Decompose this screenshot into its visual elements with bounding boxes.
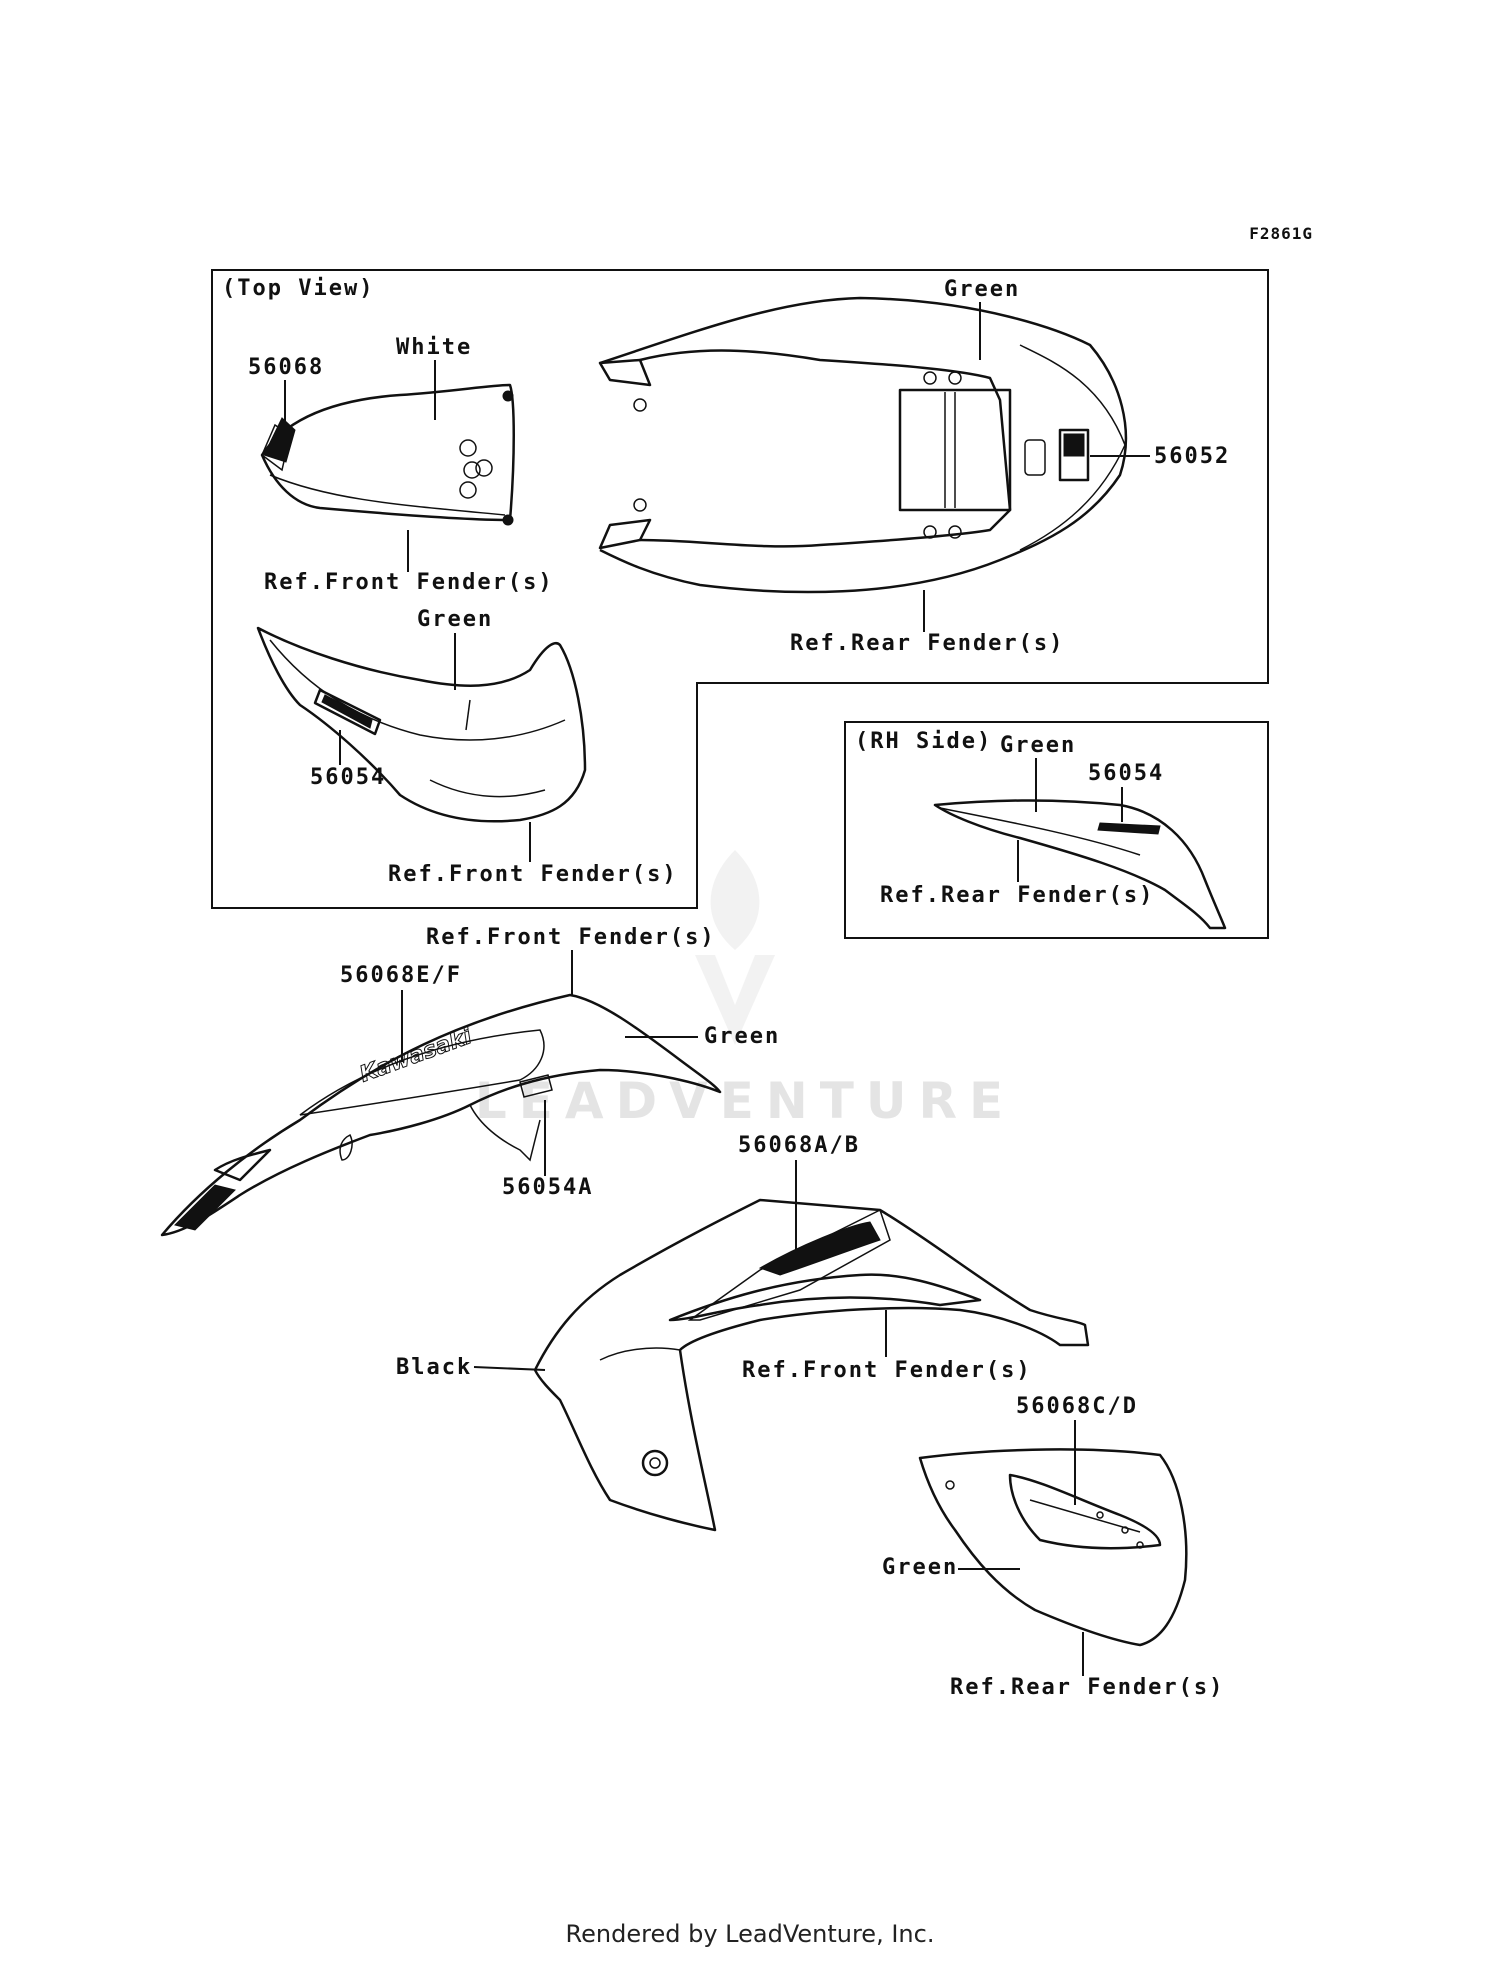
- front-fender-side-kawasaki: Kawasaki: [160, 993, 722, 1237]
- label-green-top: Green: [944, 277, 1020, 302]
- label-white: White: [396, 335, 472, 360]
- label-56068ab: 56068A/B: [738, 1133, 860, 1158]
- label-56054-top: 56054: [310, 765, 386, 790]
- front-fender-green-top-view: [256, 626, 587, 823]
- label-56054-rh: 56054: [1088, 761, 1164, 786]
- label-ref-rear-fender-3: Ref.Rear Fender(s): [950, 1675, 1224, 1700]
- label-green-rh: Green: [1000, 733, 1076, 758]
- rh-side-title: (RH Side): [855, 729, 992, 754]
- watermark-logo: [695, 850, 775, 1045]
- kawasaki-decal-text: Kawasaki: [356, 1024, 475, 1088]
- label-56068ef: 56068E/F: [340, 963, 462, 988]
- label-56054a: 56054A: [502, 1175, 593, 1200]
- rear-fender-top-view: [598, 296, 1128, 594]
- figure-code: F2861G: [1249, 224, 1313, 243]
- label-green-main: Green: [704, 1024, 780, 1049]
- watermark-text: LEADVENTURE: [475, 1072, 1015, 1130]
- rh-side-panel: [844, 721, 1269, 939]
- footer-credit: Rendered by LeadVenture, Inc.: [566, 1920, 935, 1948]
- top-view-title: (Top View): [222, 276, 374, 301]
- label-56068cd: 56068C/D: [1016, 1394, 1138, 1419]
- rear-fender-lower: [918, 1448, 1188, 1647]
- label-green-fender: Green: [417, 607, 493, 632]
- label-ref-front-fender-2: Ref.Front Fender(s): [388, 862, 678, 887]
- label-ref-front-fender-1: Ref.Front Fender(s): [264, 570, 554, 595]
- rear-fender-rh-side: [933, 799, 1227, 930]
- front-fender-top-view: [260, 383, 515, 526]
- label-black: Black: [396, 1355, 472, 1380]
- label-56068: 56068: [248, 355, 324, 380]
- shroud-black: [533, 1198, 1090, 1532]
- label-56052: 56052: [1154, 444, 1230, 469]
- label-ref-front-fender-3: Ref.Front Fender(s): [426, 925, 716, 950]
- label-ref-rear-fender-1: Ref.Rear Fender(s): [790, 631, 1064, 656]
- label-green-lower: Green: [882, 1555, 958, 1580]
- label-ref-front-fender-4: Ref.Front Fender(s): [742, 1358, 1032, 1383]
- top-view-panel: [211, 269, 1269, 909]
- label-ref-rear-fender-2: Ref.Rear Fender(s): [880, 883, 1154, 908]
